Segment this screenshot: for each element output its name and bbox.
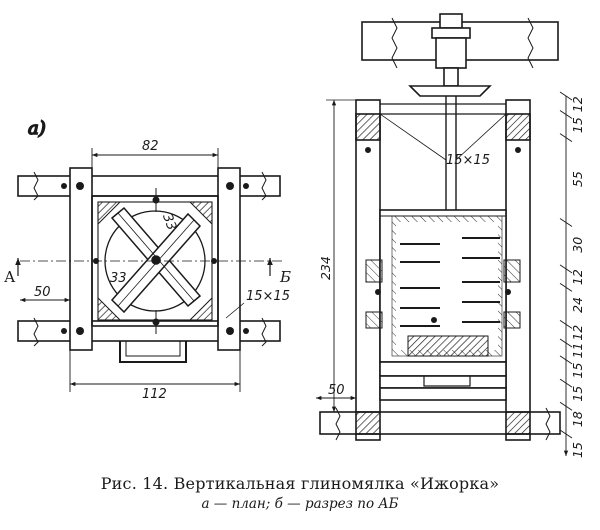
dim-stack-label: 11: [570, 343, 585, 359]
caption-title: Рис. 14. Вертикальная глиномялка «Ижорка…: [100, 474, 500, 493]
dim-beam-section: 15×15: [446, 153, 490, 168]
dim-112: 112: [142, 387, 167, 402]
dim-50-section: 50: [328, 383, 345, 398]
dim-stack-label: 55: [570, 171, 585, 187]
bottom-grate: [407, 335, 489, 357]
right-post: [217, 167, 241, 351]
dim-tick: [559, 133, 573, 143]
dim-234: 234: [318, 256, 333, 280]
plan-label: а): [28, 118, 46, 139]
tub-blades: [400, 237, 500, 327]
section-mark-a: А: [4, 268, 16, 286]
dim-tick: [559, 110, 573, 119]
dim-tick: [559, 320, 573, 329]
dim-33-b: 33: [110, 271, 127, 286]
technical-drawing: а): [4, 13, 585, 458]
dim-stack-label: 30: [570, 237, 585, 253]
dim-82: 82: [142, 139, 159, 154]
dim-stack-label: 24: [570, 297, 585, 313]
dim-stack-label: 12: [570, 96, 585, 112]
dim-stack-label: 12: [570, 325, 585, 341]
dim-tick: [559, 355, 573, 365]
dim-beam-plan: 15×15: [246, 289, 290, 304]
dim-stack-label: 15: [570, 386, 585, 402]
plan-view: а): [4, 117, 291, 402]
dim-stack-label: 15: [570, 117, 585, 133]
caption-subtitle: а — план; б — разрез по АБ: [201, 496, 399, 512]
left-post: [69, 167, 93, 351]
dim-tick: [559, 283, 573, 292]
dim-stack-label: 12: [570, 269, 585, 285]
dim-tick: [559, 401, 573, 411]
dim-stack-label: 15: [570, 363, 585, 379]
dim-tick: [559, 91, 573, 101]
dim-tick: [559, 264, 573, 274]
dim-33-a: 33: [159, 212, 179, 233]
dim-tick: [559, 338, 573, 348]
dim-tick: [559, 218, 573, 227]
dim-tick: [559, 378, 573, 388]
figure-caption: Рис. 14. Вертикальная глиномялка «Ижорка…: [0, 474, 600, 512]
dim-50-plan: 50: [34, 285, 51, 300]
dim-stack-label: 18: [570, 411, 585, 427]
dim-15-bottom: 15: [570, 442, 585, 458]
section-view: 15×15 234 50 12 15 55 30 12 24 12 11 15 15 18 15: [316, 13, 585, 458]
section-mark-b: Б: [279, 268, 291, 286]
